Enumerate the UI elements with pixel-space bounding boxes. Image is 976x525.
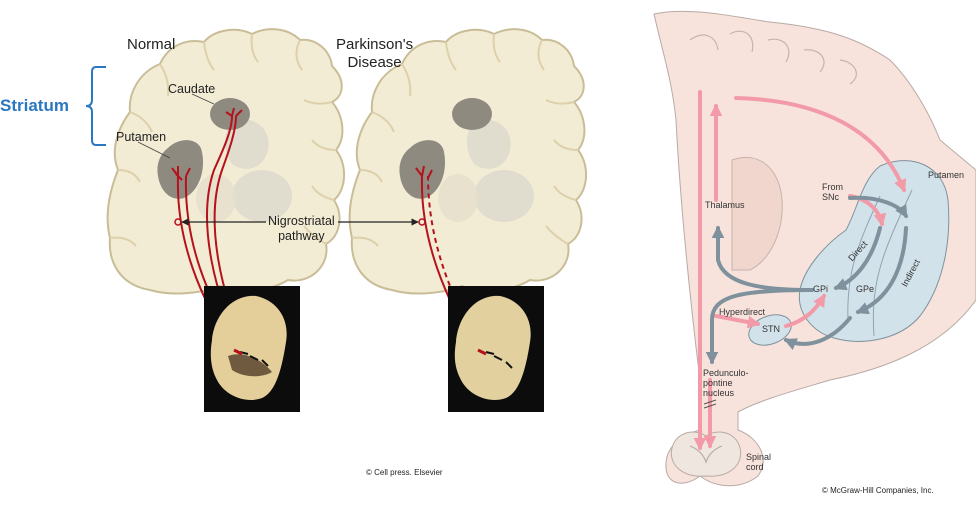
- spinal-cord-label: Spinal cord: [746, 452, 772, 472]
- spinal-cord-shape: [670, 431, 742, 477]
- ppn-label: Pedunculo- pontine nucleus: [703, 368, 749, 398]
- gpi-to-ppn-arrow: [705, 288, 814, 365]
- striatum-bracket: [85, 66, 106, 146]
- pathway-label-line1: Nigrostriatal: [268, 214, 335, 228]
- pd-brain-outline: [348, 28, 587, 295]
- hyperdirect-label: Hyperdirect: [719, 307, 766, 317]
- pd-title-line2: Disease: [347, 54, 402, 71]
- indirect-pathway-arrow: [855, 226, 908, 315]
- thalamus-label: Thalamus: [705, 200, 745, 210]
- cell-press-credit: © Cell press. Elsevier: [366, 468, 443, 477]
- pd-title: Parkinson's Disease: [336, 36, 413, 72]
- putamen-label: Putamen: [116, 130, 167, 144]
- putamen-label-right: Putamen: [928, 170, 965, 180]
- striatum-label: Striatum: [0, 96, 69, 115]
- gpi-label: GPi: [813, 284, 829, 294]
- stn-to-gpi-arrow: [784, 293, 826, 328]
- pd-title-line1: Parkinson's: [336, 36, 414, 53]
- gpe-label: GPe: [856, 284, 875, 294]
- normal-brain-section: [106, 28, 345, 353]
- mcgraw-hill-credit: © McGraw-Hill Companies, Inc.: [822, 486, 934, 495]
- from-snc-label: From SNc: [822, 182, 843, 202]
- stn-label: STN: [762, 324, 780, 334]
- right-brain-outline: [653, 10, 976, 487]
- cortex-to-putamen-arrow: [734, 96, 907, 193]
- gpe-to-stn-arrow: [783, 316, 852, 351]
- pd-putamen: [399, 140, 446, 199]
- caudate-label: Caudate: [168, 82, 216, 96]
- motor-circuit-diagram: [653, 10, 976, 487]
- pathway-label-line2: pathway: [278, 229, 325, 243]
- normal-title: Normal: [127, 36, 176, 53]
- direct-pathway-arrow: [833, 226, 882, 291]
- snc-inhibitory-arrow: [848, 195, 908, 219]
- nigrostriatal-pathway-label: Nigrostriatal pathway: [268, 214, 335, 244]
- pd-caudate: [452, 98, 492, 130]
- hyperdirect-arrow: [714, 314, 761, 329]
- thalamus-shape: [731, 156, 783, 271]
- normal-putamen: [157, 140, 204, 199]
